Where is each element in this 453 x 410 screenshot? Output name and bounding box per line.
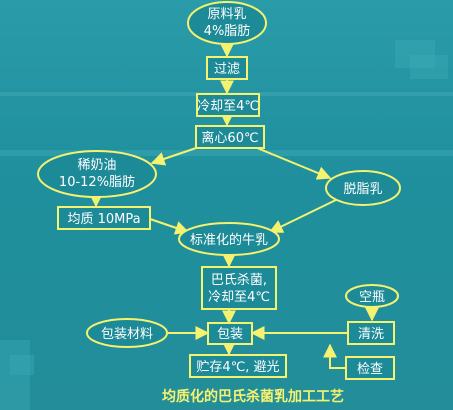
- diagram-title: 均质化的巴氏杀菌乳加工工艺: [162, 388, 344, 405]
- node-packaging: 包装: [207, 322, 253, 345]
- node-centrifuge: 离心60℃: [195, 125, 265, 149]
- node-inspect-label: 检查: [357, 362, 383, 377]
- node-standard-milk-label: 标准化的牛乳: [190, 232, 268, 248]
- node-raw-milk-line-2: 4%脂肪: [204, 23, 251, 39]
- node-wash-label: 清洗: [358, 327, 384, 342]
- node-packaging-material: 包装材料: [86, 318, 168, 348]
- node-cream-line-1: 稀奶油: [77, 158, 116, 173]
- edge-inspect-to-wash: [323, 343, 346, 369]
- node-packaging-label: 包装: [217, 327, 243, 342]
- node-pasteurize-line-1: 巴氏杀菌,: [211, 273, 267, 288]
- node-cool-1: 冷却至4℃: [196, 93, 260, 117]
- node-filter: 过滤: [206, 56, 248, 80]
- node-pasteurize-line-2: 冷却至4℃: [208, 290, 270, 305]
- edge-homogenize-to-standard: [149, 218, 190, 235]
- node-cream-line-2: 10-12%脂肪: [59, 174, 135, 190]
- node-packaging-material-label: 包装材料: [101, 327, 153, 342]
- node-cream: 稀奶油 10-12%脂肪: [37, 150, 157, 198]
- node-raw-milk-line-1: 原料乳: [207, 7, 246, 22]
- node-skim: 脱脂乳: [325, 170, 401, 206]
- node-inspect: 检查: [345, 356, 395, 380]
- node-homogenize-label: 均质 10MPa: [67, 212, 140, 227]
- node-wash: 清洗: [347, 321, 395, 345]
- node-raw-milk: 原料乳 4%脂肪: [187, 1, 267, 45]
- node-skim-label: 脱脂乳: [343, 182, 382, 197]
- node-filter-label: 过滤: [214, 62, 240, 77]
- node-storage-label: 贮存4℃, 避光: [196, 360, 279, 375]
- node-centrifuge-label: 离心60℃: [201, 130, 258, 146]
- node-storage: 贮存4℃, 避光: [189, 354, 287, 378]
- node-pasteurize: 巴氏杀菌, 冷却至4℃: [201, 266, 277, 310]
- flow-edges: [89, 43, 379, 369]
- node-empty-bottle: 空瓶: [345, 284, 399, 308]
- node-homogenize: 均质 10MPa: [57, 206, 151, 230]
- node-standard-milk: 标准化的牛乳: [178, 222, 280, 256]
- edge-centrifuge-to-skim: [249, 144, 332, 180]
- node-cool-1-label: 冷却至4℃: [197, 99, 259, 114]
- node-empty-bottle-label: 空瓶: [359, 290, 385, 305]
- edge-skim-to-standard: [268, 197, 341, 233]
